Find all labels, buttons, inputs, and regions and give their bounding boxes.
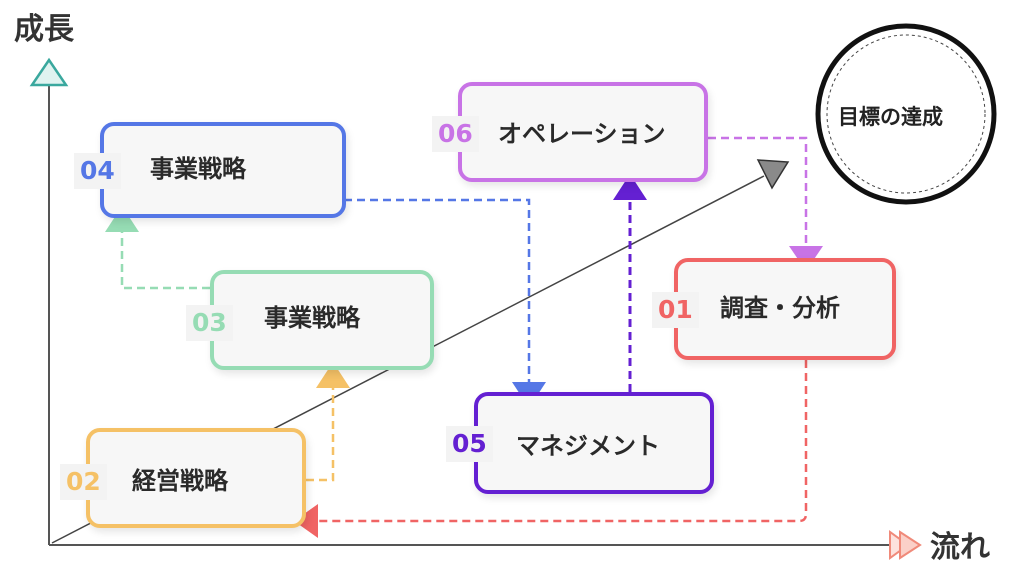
step-box-05 (474, 392, 714, 494)
arrow-01-to-02-icon (294, 504, 318, 538)
step-box-06 (458, 82, 708, 182)
x-axis-label: 流れ (930, 530, 990, 565)
step-box-02 (86, 428, 306, 528)
step-label-04: 事業戦略 (150, 155, 246, 183)
step-number-01: 01 (652, 292, 699, 328)
connector-03-to-04 (120, 232, 210, 290)
goal-label: 目標の達成 (838, 105, 943, 129)
step-number-05: 05 (446, 426, 493, 462)
connector-02-to-03 (306, 388, 335, 482)
y-axis-arrow-icon (29, 57, 69, 87)
trend-arrow-icon (756, 159, 790, 190)
step-number-02: 02 (60, 464, 107, 500)
connector-04-to-05 (344, 198, 531, 382)
step-box-04 (100, 122, 346, 218)
arrow-05-to-06-icon (613, 174, 647, 200)
arrow-02-to-03-icon (316, 362, 350, 388)
step-number-04: 04 (74, 153, 121, 189)
arrow-03-to-04-icon (105, 206, 139, 232)
connector-06-to-01 (708, 136, 808, 246)
goal-circle-inner (826, 34, 986, 194)
x-axis-arrow-icon-2 (899, 530, 922, 560)
step-box-03 (210, 270, 434, 370)
step-label-03: 事業戦略 (264, 304, 360, 332)
y-axis-label: 成長 (14, 12, 74, 47)
step-label-05: マネジメント (516, 432, 660, 460)
step-label-02: 経営戦略 (132, 467, 228, 495)
connector-01-to-02 (318, 360, 808, 523)
step-number-03: 03 (186, 305, 233, 341)
goal-circle (815, 23, 997, 205)
step-number-06: 06 (432, 116, 479, 152)
step-label-06: オペレーション (498, 120, 666, 148)
step-label-01: 調査・分析 (720, 294, 840, 322)
